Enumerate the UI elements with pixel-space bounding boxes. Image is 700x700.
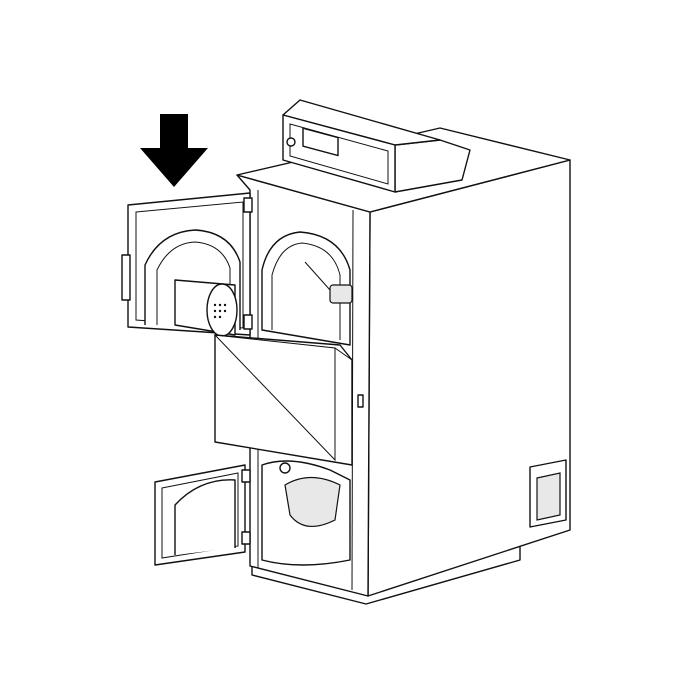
control-knob — [286, 137, 296, 147]
down-arrow-icon — [140, 114, 208, 187]
lower-door — [154, 464, 251, 566]
control-display — [302, 127, 339, 157]
burner-tube — [206, 283, 238, 337]
middle-cover-panel — [213, 334, 353, 466]
upper-combustion-chamber — [261, 231, 353, 346]
lower-ash-chamber — [261, 460, 351, 566]
side-latch — [357, 394, 364, 408]
boiler-side-panel — [367, 159, 571, 597]
side-access-slot — [529, 459, 567, 528]
control-panel-box — [282, 99, 471, 193]
upper-door — [121, 192, 253, 337]
